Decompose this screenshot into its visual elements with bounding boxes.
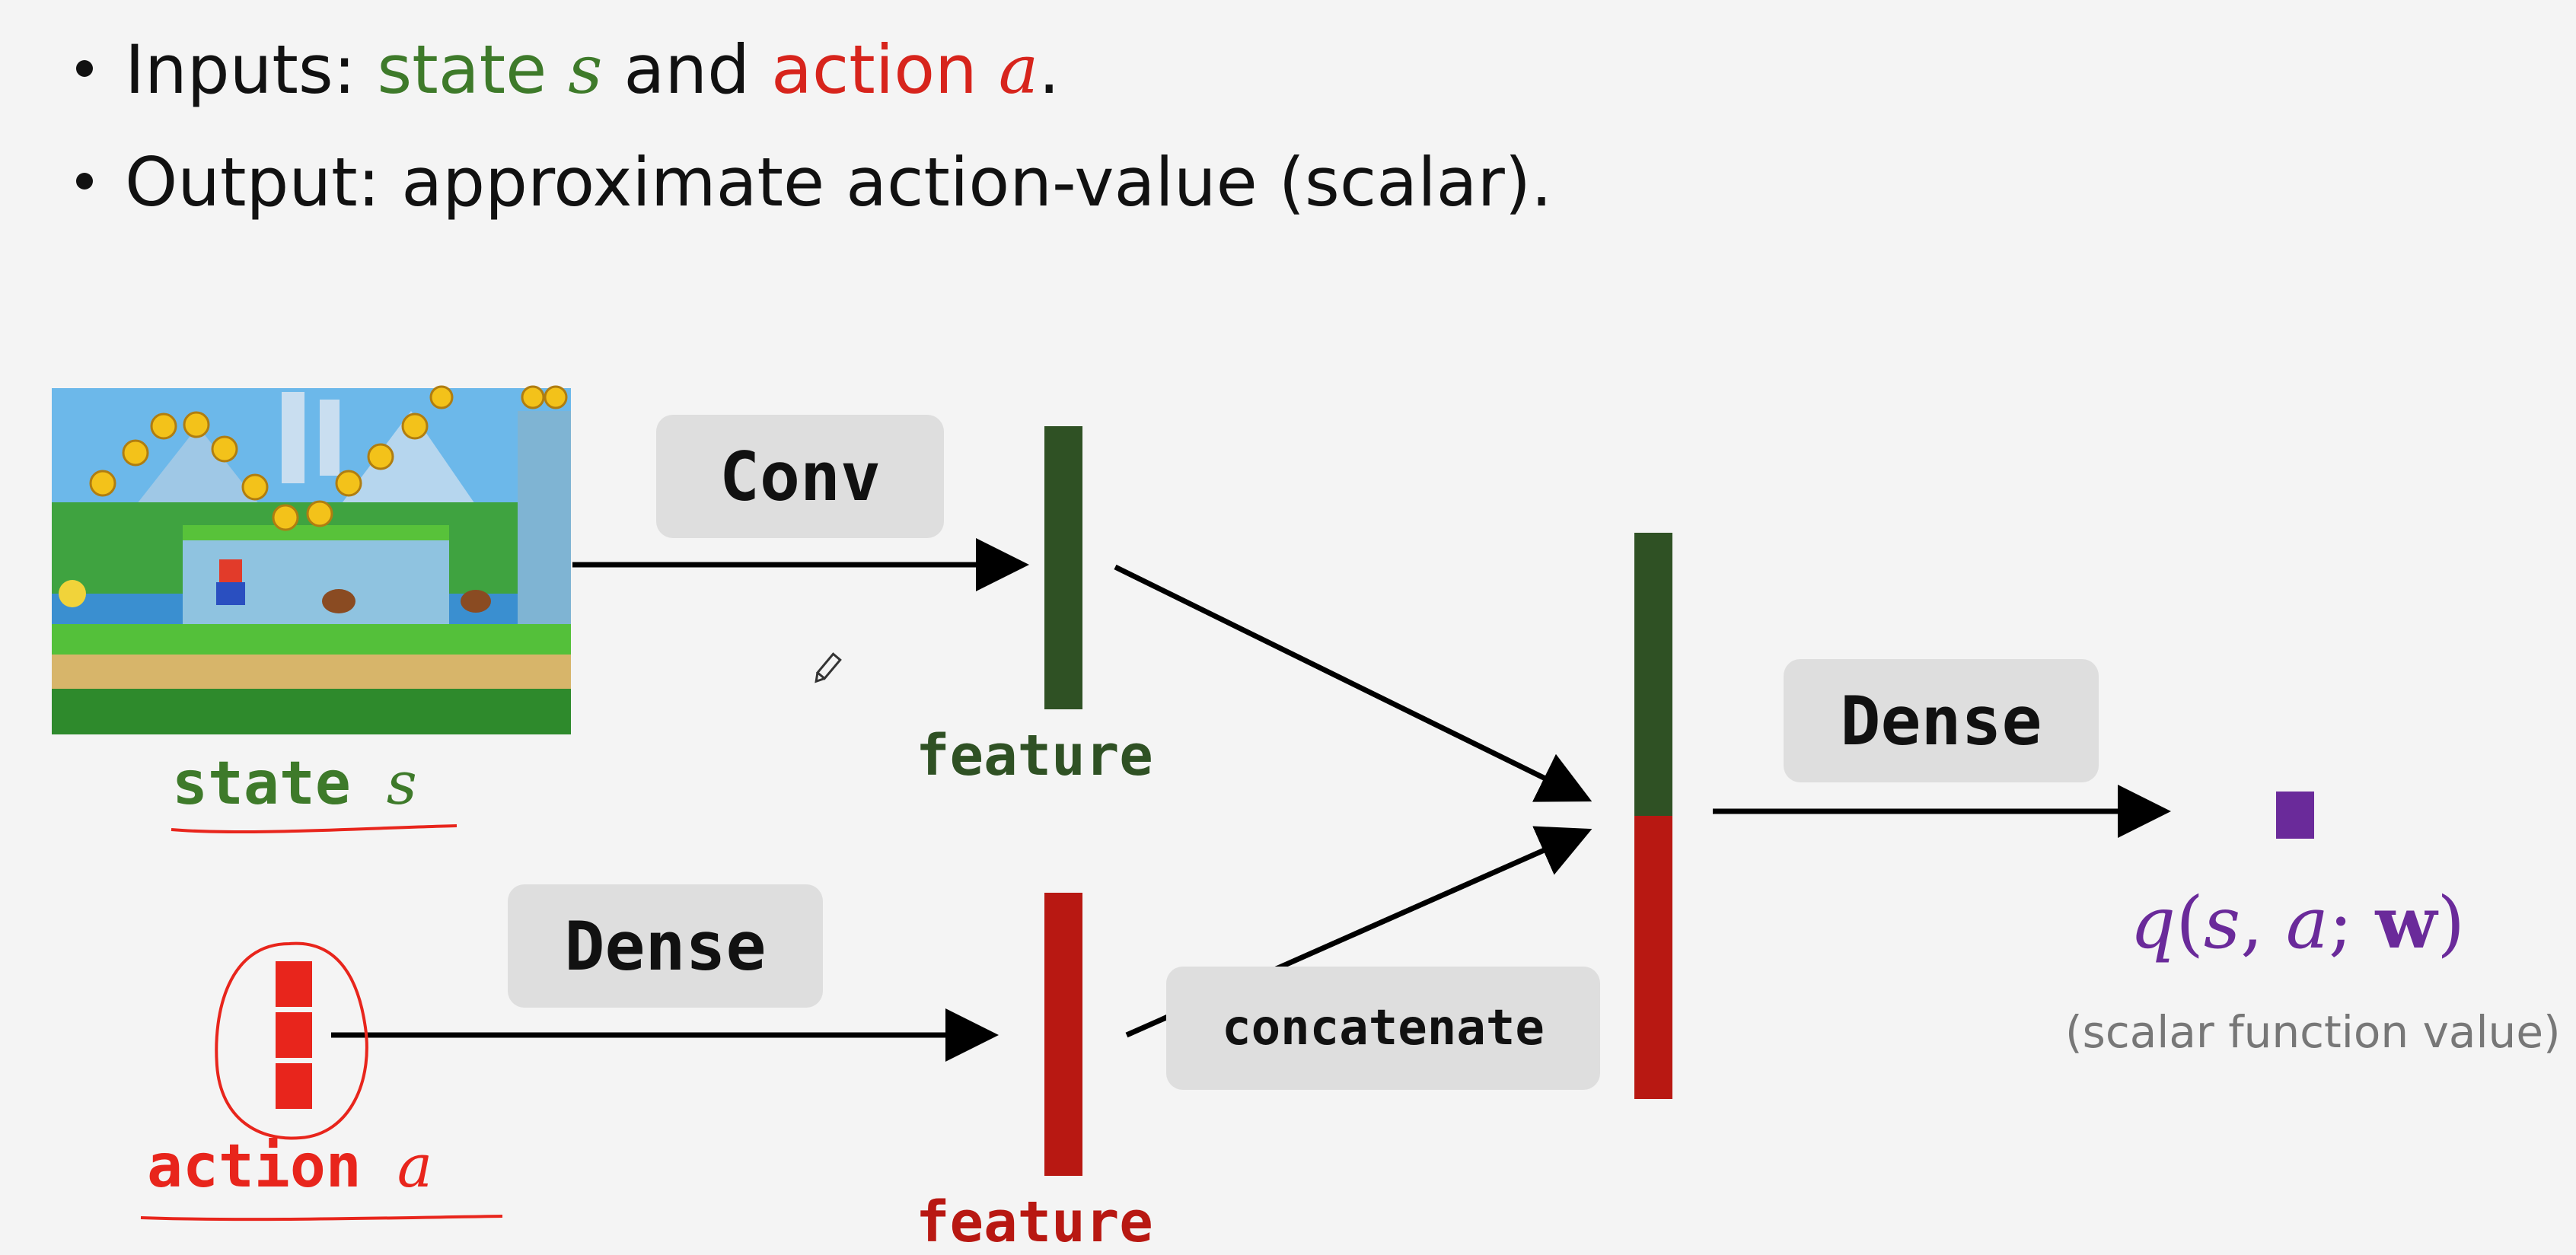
- formula-q: q: [2130, 882, 2176, 965]
- inputs-action-var: a: [998, 30, 1039, 109]
- formula-open: (: [2176, 882, 2204, 965]
- inputs-prefix: Inputs:: [125, 30, 378, 109]
- state-label: state s: [172, 750, 417, 818]
- inputs-and: and: [602, 30, 771, 109]
- bullet-inputs: Inputs: state s and action a.: [76, 30, 1060, 109]
- output-text: Output: approximate action-value (scalar…: [125, 143, 1553, 221]
- formula-comma: ,: [2240, 882, 2286, 965]
- conv-box: Conv: [656, 415, 944, 538]
- output-scalar-square: [2276, 792, 2314, 839]
- bullet-dot-icon: [76, 60, 93, 78]
- action-label-word: action: [147, 1132, 397, 1201]
- dense-output-box: Dense: [1784, 659, 2099, 782]
- bullet-output: Output: approximate action-value (scalar…: [76, 143, 1552, 221]
- dense-action-box: Dense: [508, 884, 823, 1008]
- feature-label-bottom: feature: [916, 1190, 1153, 1255]
- action-vector: [276, 961, 312, 1109]
- concatenate-box: concatenate: [1166, 967, 1600, 1090]
- state-feature-bar: [1044, 426, 1082, 709]
- action-circle-annotation: [215, 941, 368, 1140]
- formula-s: s: [2203, 882, 2241, 965]
- formula-close: ): [2437, 882, 2466, 965]
- action-feature-bar: [1044, 893, 1082, 1176]
- output-formula: q(s, a; w): [2130, 881, 2465, 965]
- pencil-cursor-icon: [815, 652, 842, 683]
- formula-w: w: [2375, 881, 2437, 965]
- action-label-var: a: [397, 1132, 433, 1201]
- action-underline: [140, 1215, 503, 1222]
- formula-semicolon: ;: [2328, 882, 2376, 965]
- output-caption: (scalar function value): [2065, 1006, 2561, 1058]
- arrow-state-feature-to-concat: [1114, 564, 1592, 802]
- feature-label-top: feature: [916, 723, 1153, 788]
- inputs-state-word: state: [377, 30, 569, 109]
- inputs-state-var: s: [568, 30, 603, 109]
- inputs-suffix: .: [1038, 30, 1060, 109]
- formula-a: a: [2285, 882, 2329, 965]
- state-underline: [171, 824, 457, 834]
- state-label-var: s: [386, 750, 417, 818]
- bullet-dot-icon: [76, 173, 93, 190]
- concat-bar-red: [1634, 816, 1672, 1099]
- concat-bar-green: [1634, 533, 1672, 816]
- action-label: action a: [147, 1132, 432, 1201]
- inputs-action-word: action: [770, 30, 999, 109]
- mario-game-screenshot: [52, 385, 571, 734]
- state-label-word: state: [172, 750, 387, 818]
